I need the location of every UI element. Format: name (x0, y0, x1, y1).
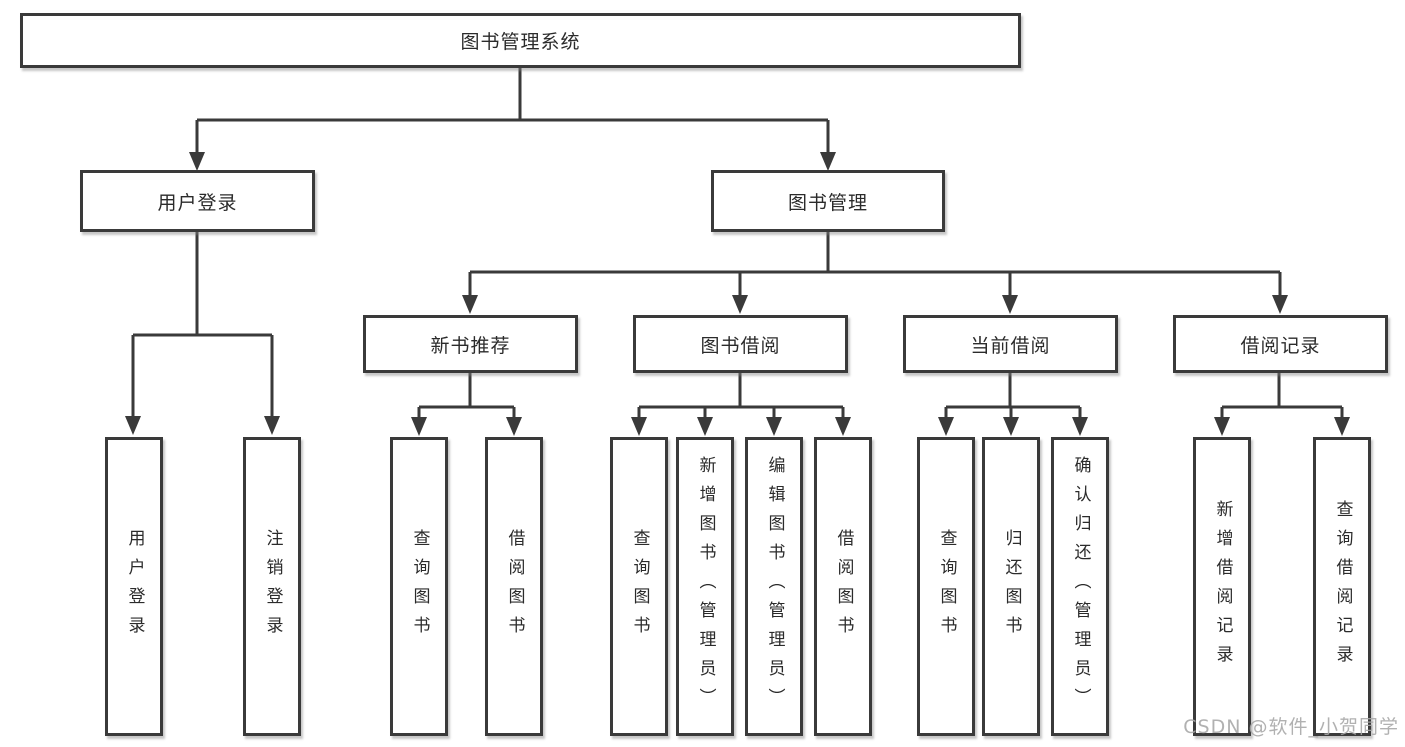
node-root: 图书管理系统 (20, 13, 1021, 68)
node-borrow-records: 借阅记录 (1173, 315, 1388, 373)
leaf-bb-add-books-admin-label: 新增图书（管理员） (695, 456, 716, 717)
leaf-user-login-label: 用户登录 (124, 528, 145, 645)
leaf-br-add-record-label: 新增借阅记录 (1212, 499, 1233, 674)
node-new-book-recommend: 新书推荐 (363, 315, 578, 373)
leaf-cb-confirm-return-admin: 确认归还（管理员） (1051, 437, 1109, 736)
leaf-user-login: 用户登录 (105, 437, 163, 736)
leaf-cb-query-books: 查询图书 (917, 437, 975, 736)
node-current-borrow: 当前借阅 (903, 315, 1118, 373)
node-current-borrow-label: 当前借阅 (970, 334, 1051, 357)
leaf-br-add-record: 新增借阅记录 (1193, 437, 1251, 736)
leaf-br-query-record-label: 查询借阅记录 (1332, 499, 1353, 674)
leaf-bb-borrow-books: 借阅图书 (814, 437, 872, 736)
leaf-bb-borrow-books-label: 借阅图书 (833, 528, 854, 645)
leaf-bb-add-books-admin: 新增图书（管理员） (676, 437, 734, 736)
node-book-borrow-label: 图书借阅 (700, 334, 781, 357)
arrowheads (125, 152, 1350, 436)
csdn-watermark: CSDN @软件_小贺同学 (1183, 716, 1399, 738)
node-user-login-label: 用户登录 (157, 191, 238, 214)
leaf-cb-confirm-return-admin-label: 确认归还（管理员） (1070, 456, 1091, 717)
node-new-book-recommend-label: 新书推荐 (430, 334, 511, 357)
leaf-cb-query-books-label: 查询图书 (936, 528, 957, 645)
node-user-login: 用户登录 (80, 170, 315, 232)
leaf-br-query-record: 查询借阅记录 (1313, 437, 1371, 736)
node-book-management: 图书管理 (711, 170, 945, 232)
leaf-nb-query-books: 查询图书 (390, 437, 448, 736)
leaf-nb-borrow-books-label: 借阅图书 (504, 528, 525, 645)
leaf-cb-return-books-label: 归还图书 (1001, 528, 1022, 645)
node-book-management-label: 图书管理 (787, 191, 868, 214)
leaf-cb-return-books: 归还图书 (982, 437, 1040, 736)
leaf-nb-borrow-books: 借阅图书 (485, 437, 543, 736)
leaf-logout: 注销登录 (243, 437, 301, 736)
leaf-bb-query-books: 查询图书 (610, 437, 668, 736)
leaf-bb-edit-books-admin: 编辑图书（管理员） (745, 437, 803, 736)
leaf-logout-label: 注销登录 (262, 528, 283, 645)
leaf-nb-query-books-label: 查询图书 (409, 528, 430, 645)
leaf-bb-query-books-label: 查询图书 (629, 528, 650, 645)
node-book-borrow: 图书借阅 (633, 315, 848, 373)
node-borrow-records-label: 借阅记录 (1240, 334, 1321, 357)
leaf-bb-edit-books-admin-label: 编辑图书（管理员） (764, 456, 785, 717)
node-root-label: 图书管理系统 (460, 31, 581, 53)
